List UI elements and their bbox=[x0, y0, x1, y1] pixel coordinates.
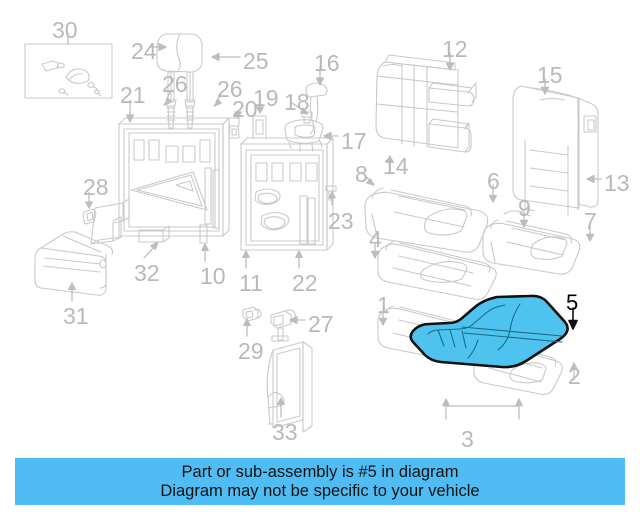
part-15-seatback-side bbox=[512, 85, 599, 217]
callout-4: 4 bbox=[369, 226, 382, 252]
part-19-grommet bbox=[252, 115, 267, 139]
part-14-cushion bbox=[364, 187, 489, 253]
callout-6: 6 bbox=[487, 168, 500, 194]
part-17-buckle-base bbox=[284, 119, 324, 152]
callout-5: 5 bbox=[566, 290, 579, 315]
callout-24: 24 bbox=[131, 38, 157, 64]
banner-line-2: Diagram may not be specific to your vehi… bbox=[160, 481, 480, 500]
callout-1: 1 bbox=[377, 292, 390, 318]
callout-16: 16 bbox=[314, 50, 340, 76]
callout-32: 32 bbox=[134, 260, 160, 286]
callout-11: 11 bbox=[239, 270, 263, 296]
part-21-seatback-frame-left bbox=[118, 117, 230, 237]
diagram-note-banner: Part or sub-assembly is #5 in diagram Di… bbox=[15, 458, 625, 505]
callout-17: 17 bbox=[341, 128, 367, 154]
part-32-bracket bbox=[90, 198, 170, 245]
part-28-clip bbox=[82, 208, 97, 225]
callout-8: 8 bbox=[355, 161, 368, 187]
part-29-clip bbox=[242, 306, 262, 322]
callout-25: 25 bbox=[243, 48, 269, 74]
callout-18: 18 bbox=[284, 89, 310, 115]
part-16-strap-hook bbox=[305, 82, 328, 135]
callout-19: 19 bbox=[253, 85, 279, 111]
part-5-highlighted-cushion-pad bbox=[409, 294, 569, 369]
callout-23: 23 bbox=[328, 208, 354, 234]
part-11-seatback-frame-right bbox=[240, 137, 334, 251]
part-6-cushion bbox=[482, 219, 581, 275]
callout-29: 29 bbox=[238, 338, 264, 364]
part-10-tab bbox=[199, 224, 208, 244]
callout-10: 10 bbox=[200, 263, 226, 289]
callout-9: 9 bbox=[518, 195, 531, 221]
callout-2: 2 bbox=[568, 363, 581, 389]
callout-13: 13 bbox=[604, 170, 630, 196]
callout-33: 33 bbox=[272, 419, 298, 445]
callout-28: 28 bbox=[83, 174, 109, 200]
callout-30: 30 bbox=[52, 17, 78, 43]
callout-22: 22 bbox=[292, 270, 318, 296]
callout-27: 27 bbox=[308, 311, 334, 337]
callout-21: 21 bbox=[120, 82, 146, 108]
part-20-clip bbox=[228, 117, 240, 139]
part-5-leader bbox=[568, 307, 578, 330]
part-31-armrest-pad bbox=[34, 231, 114, 296]
callout-26-right: 26 bbox=[217, 76, 243, 102]
callout-20: 20 bbox=[232, 96, 258, 122]
callout-3: 3 bbox=[461, 426, 474, 452]
callout-12: 12 bbox=[442, 36, 468, 62]
callout-14: 14 bbox=[383, 153, 409, 179]
callout-7: 7 bbox=[584, 208, 597, 234]
callout-15: 15 bbox=[537, 62, 563, 88]
part-12-seatback-assembly bbox=[375, 54, 477, 153]
part-9-cushion-front bbox=[503, 209, 535, 217]
part-26-headrest-post-right bbox=[184, 99, 196, 129]
banner-line-1: Part or sub-assembly is #5 in diagram bbox=[181, 462, 459, 481]
callout-26-left: 26 bbox=[162, 71, 188, 97]
callout-31: 31 bbox=[63, 303, 89, 329]
part-24-headrest bbox=[156, 33, 203, 103]
part-18-stud bbox=[301, 111, 313, 124]
part-27-latch bbox=[270, 309, 296, 342]
part-4-seat-frame-upper bbox=[377, 241, 497, 300]
